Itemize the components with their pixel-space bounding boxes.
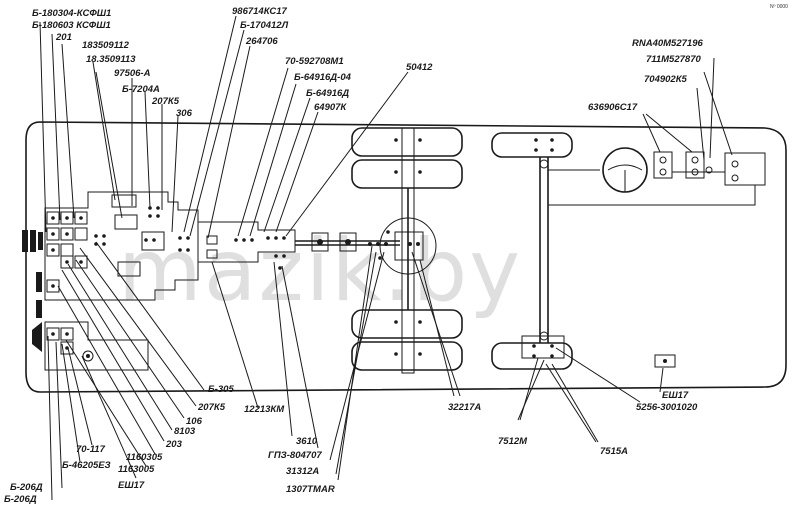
label-b-180603: Б-180603 КСФШ1 [32,20,111,31]
label-201: 201 [55,32,72,43]
engine-bearings [46,194,165,362]
front-pulleys [22,230,43,352]
label-70-592708m1: 70-592708М1 [285,56,344,67]
label-207k5-top: 207К5 [151,96,180,107]
label-b-7204a: Б-7204А [122,84,160,95]
label-3610: 3610 [296,436,318,447]
label-18-3509113: 18.3509113 [86,54,136,65]
front-axle-bearing-marks [532,138,554,358]
gearbox-bearing-marks [178,235,286,270]
label-306: 306 [176,108,193,119]
label-50412: 50412 [406,62,433,73]
gearbox-outline [197,221,296,263]
label-esh17-right: ЕШ17 [662,390,689,401]
rear-axle-bearing-marks [368,138,422,356]
label-rna40m527196: RNA40M527196 [632,38,703,49]
label-264706: 264706 [245,36,278,47]
label-1160305: 1160305 [126,452,163,463]
front-axle [491,132,573,370]
drive-shaft [295,232,400,252]
label-b-305: Б-305 [208,384,234,395]
frame-outline [25,121,787,393]
label-32217a: 32217А [448,402,481,413]
steering [548,147,766,368]
label-704902k5: 704902К5 [644,74,688,85]
watermark: mazik.by [118,221,522,321]
label-b-206d-1: Б-206Д [10,482,43,493]
label-986714kc17: 986714КС17 [232,6,288,17]
label-1307tmar: 1307ТМАR [286,484,335,495]
label-b-206d-2: Б-206Д [4,494,37,505]
label-gpz-804707: ГПЗ-804707 [268,450,322,461]
corner-mark: Nº 0000 [770,4,788,10]
label-7515a: 7515А [600,446,628,457]
label-203: 203 [165,439,183,450]
label-97506-a: 97506-А [114,68,151,79]
leader-lines [39,15,733,501]
label-207k5-bottom: 207К5 [197,402,226,413]
label-b-170412l: Б-170412Л [240,20,289,31]
label-31312a: 31312А [286,466,319,477]
label-b-46205e3: Б-46205ЕЗ [62,460,111,471]
label-1163005: 1163005 [118,464,155,475]
label-64907k: 64907К [314,102,347,113]
label-7512m: 7512М [498,436,528,447]
label-b-64916d: Б-64916Д [306,88,349,99]
label-8103: 8103 [174,426,196,437]
engine-front-outline [44,321,149,371]
label-12213km: 12213КМ [244,404,285,415]
part-labels: Б-180304-КСФШ1 Б-180603 КСФШ1 201 183509… [4,6,703,505]
label-711m527870: 711M527870 [646,54,701,65]
engine-outline [44,191,199,301]
label-b-64916d-04: Б-64916Д-04 [294,72,352,83]
label-b-180304: Б-180304-КСФШ1 [32,8,111,19]
label-636906c17: 636906С17 [588,102,638,113]
label-106: 106 [186,416,203,427]
label-70-117: 70-117 [76,444,106,455]
label-esh17-left: ЕШ17 [118,480,145,491]
label-5256-3001020: 5256-3001020 [636,402,698,413]
rear-wheels [351,127,463,374]
label-183509112: 183509112 [82,40,130,51]
